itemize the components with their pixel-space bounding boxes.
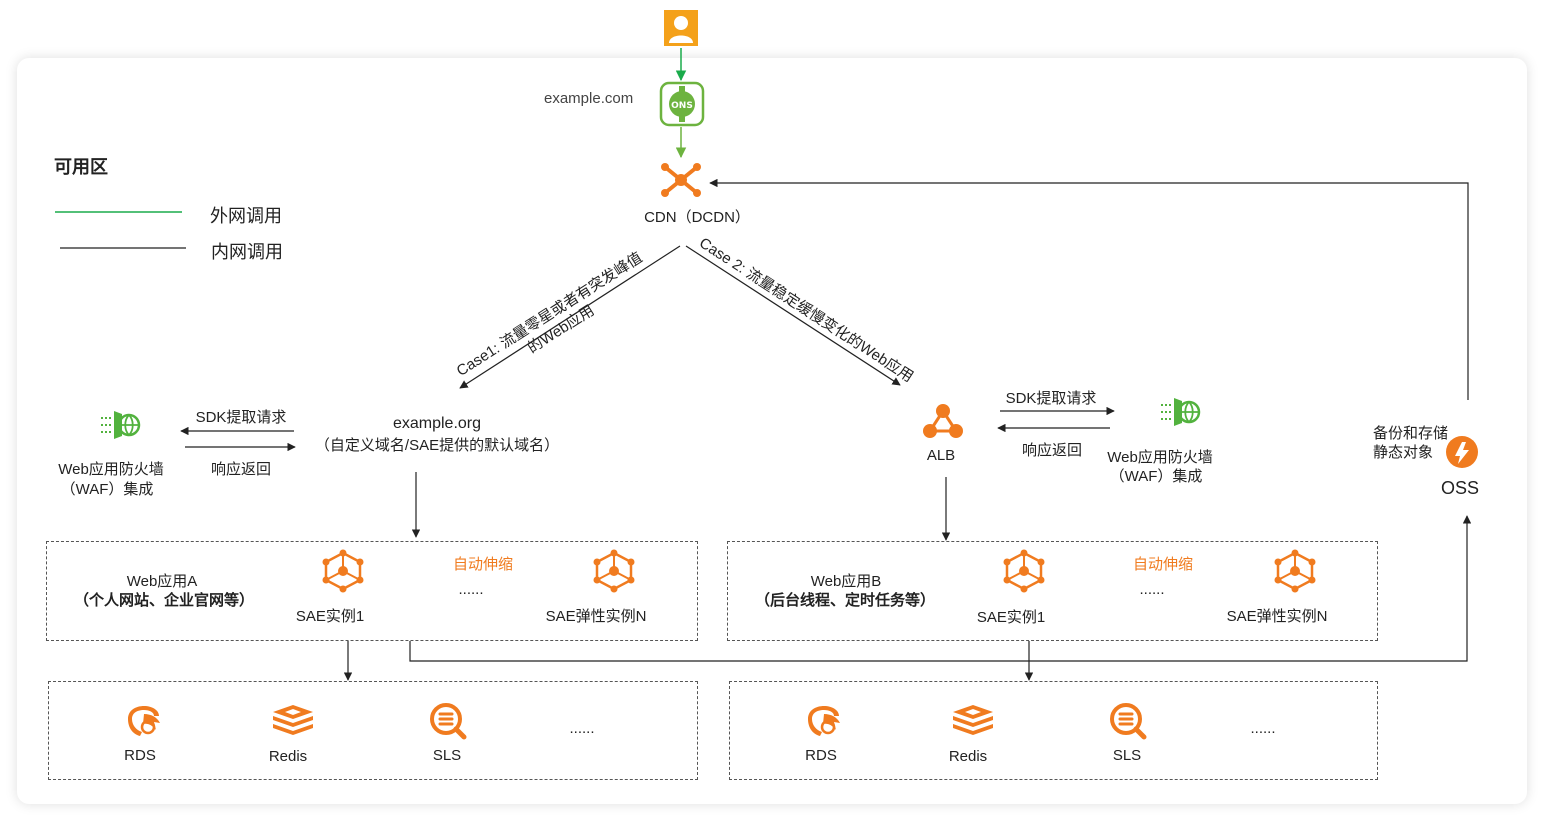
cdn-label: CDN（DCDN） — [644, 209, 750, 226]
app-a-autoscale-label: 自动伸缩 — [452, 556, 514, 573]
legend-title: 可用区 — [54, 157, 108, 177]
app-a-box — [46, 541, 698, 641]
left-sdk-request-label: SDK提取请求 — [195, 409, 287, 426]
app-b-instance1-icon — [1003, 549, 1045, 593]
app-b-ellipsis: ...... — [1139, 581, 1165, 598]
cdn-to-origin-line — [459, 245, 681, 389]
left-response-label: 响应返回 — [210, 461, 272, 478]
right-redis-icon — [951, 703, 995, 739]
oss-to-cdn-line — [709, 178, 1469, 400]
origin-domain-note: （自定义域名/SAE提供的默认域名） — [314, 437, 560, 454]
app-a-elastic-icon — [593, 549, 635, 593]
left-waf-label-line1: Web应用防火墙 — [58, 461, 164, 478]
app-b-instance1-label: SAE实例1 — [976, 609, 1046, 626]
alb-label: ALB — [926, 447, 956, 464]
right-waf-label-line2: （WAF）集成 — [1109, 468, 1203, 485]
app-a-instance1-label: SAE实例1 — [295, 608, 365, 625]
oss-note-line2: 静态对象 — [1373, 444, 1434, 461]
right-response-label: 响应返回 — [1021, 442, 1083, 459]
app-b-subtitle: （后台线程、定时任务等） — [754, 592, 936, 609]
left-waf-label-line2: （WAF）集成 — [60, 481, 154, 498]
right-sls-label: SLS — [1112, 747, 1142, 764]
right-services-box — [729, 681, 1378, 780]
dns-domain-label: example.com — [544, 90, 634, 107]
left-redis-icon — [271, 703, 315, 739]
app-a-subtitle: （个人网站、企业官网等） — [73, 592, 255, 609]
app-b-elastic-label: SAE弹性实例N — [1226, 608, 1328, 625]
left-redis-label: Redis — [268, 748, 308, 765]
oss-note-line1: 备份和存储 — [1373, 425, 1449, 442]
alb-icon — [923, 403, 963, 439]
app-a-elastic-label: SAE弹性实例N — [545, 608, 647, 625]
dns-icon: ONS — [659, 81, 705, 127]
left-services-box — [48, 681, 698, 780]
app-a-title: Web应用A — [126, 573, 198, 590]
origin-domain-label: example.org — [392, 415, 482, 432]
right-redis-label: Redis — [948, 748, 988, 765]
cdn-to-alb-line — [685, 245, 901, 386]
legend-external-label: 外网调用 — [210, 206, 282, 226]
left-rds-label: RDS — [124, 747, 156, 764]
right-rds-icon — [804, 703, 844, 739]
left-sls-label: SLS — [432, 747, 462, 764]
right-sls-icon — [1108, 702, 1148, 740]
app-b-elastic-icon — [1274, 549, 1316, 593]
cdn-icon — [660, 162, 702, 198]
right-waf-icon — [1160, 395, 1202, 429]
right-sdk-request-label: SDK提取请求 — [1005, 390, 1097, 407]
right-services-more: ...... — [1250, 720, 1276, 737]
oss-icon — [1441, 434, 1483, 470]
svg-text:ONS: ONS — [671, 101, 693, 111]
right-waf-label-line1: Web应用防火墙 — [1107, 449, 1213, 466]
app-b-title: Web应用B — [810, 573, 882, 590]
app-b-autoscale-label: 自动伸缩 — [1132, 556, 1194, 573]
right-rds-label: RDS — [805, 747, 837, 764]
app-a-ellipsis: ...... — [458, 581, 484, 598]
legend-internal-label: 内网调用 — [211, 242, 283, 262]
left-services-more: ...... — [569, 720, 595, 737]
app-a-bus-line — [409, 515, 1472, 662]
app-b-box — [727, 541, 1378, 641]
app-a-instance1-icon — [322, 549, 364, 593]
user-icon — [664, 10, 698, 46]
oss-label: OSS — [1440, 478, 1480, 498]
left-waf-icon — [100, 408, 142, 442]
left-rds-icon — [124, 703, 164, 739]
left-sls-icon — [428, 702, 468, 740]
